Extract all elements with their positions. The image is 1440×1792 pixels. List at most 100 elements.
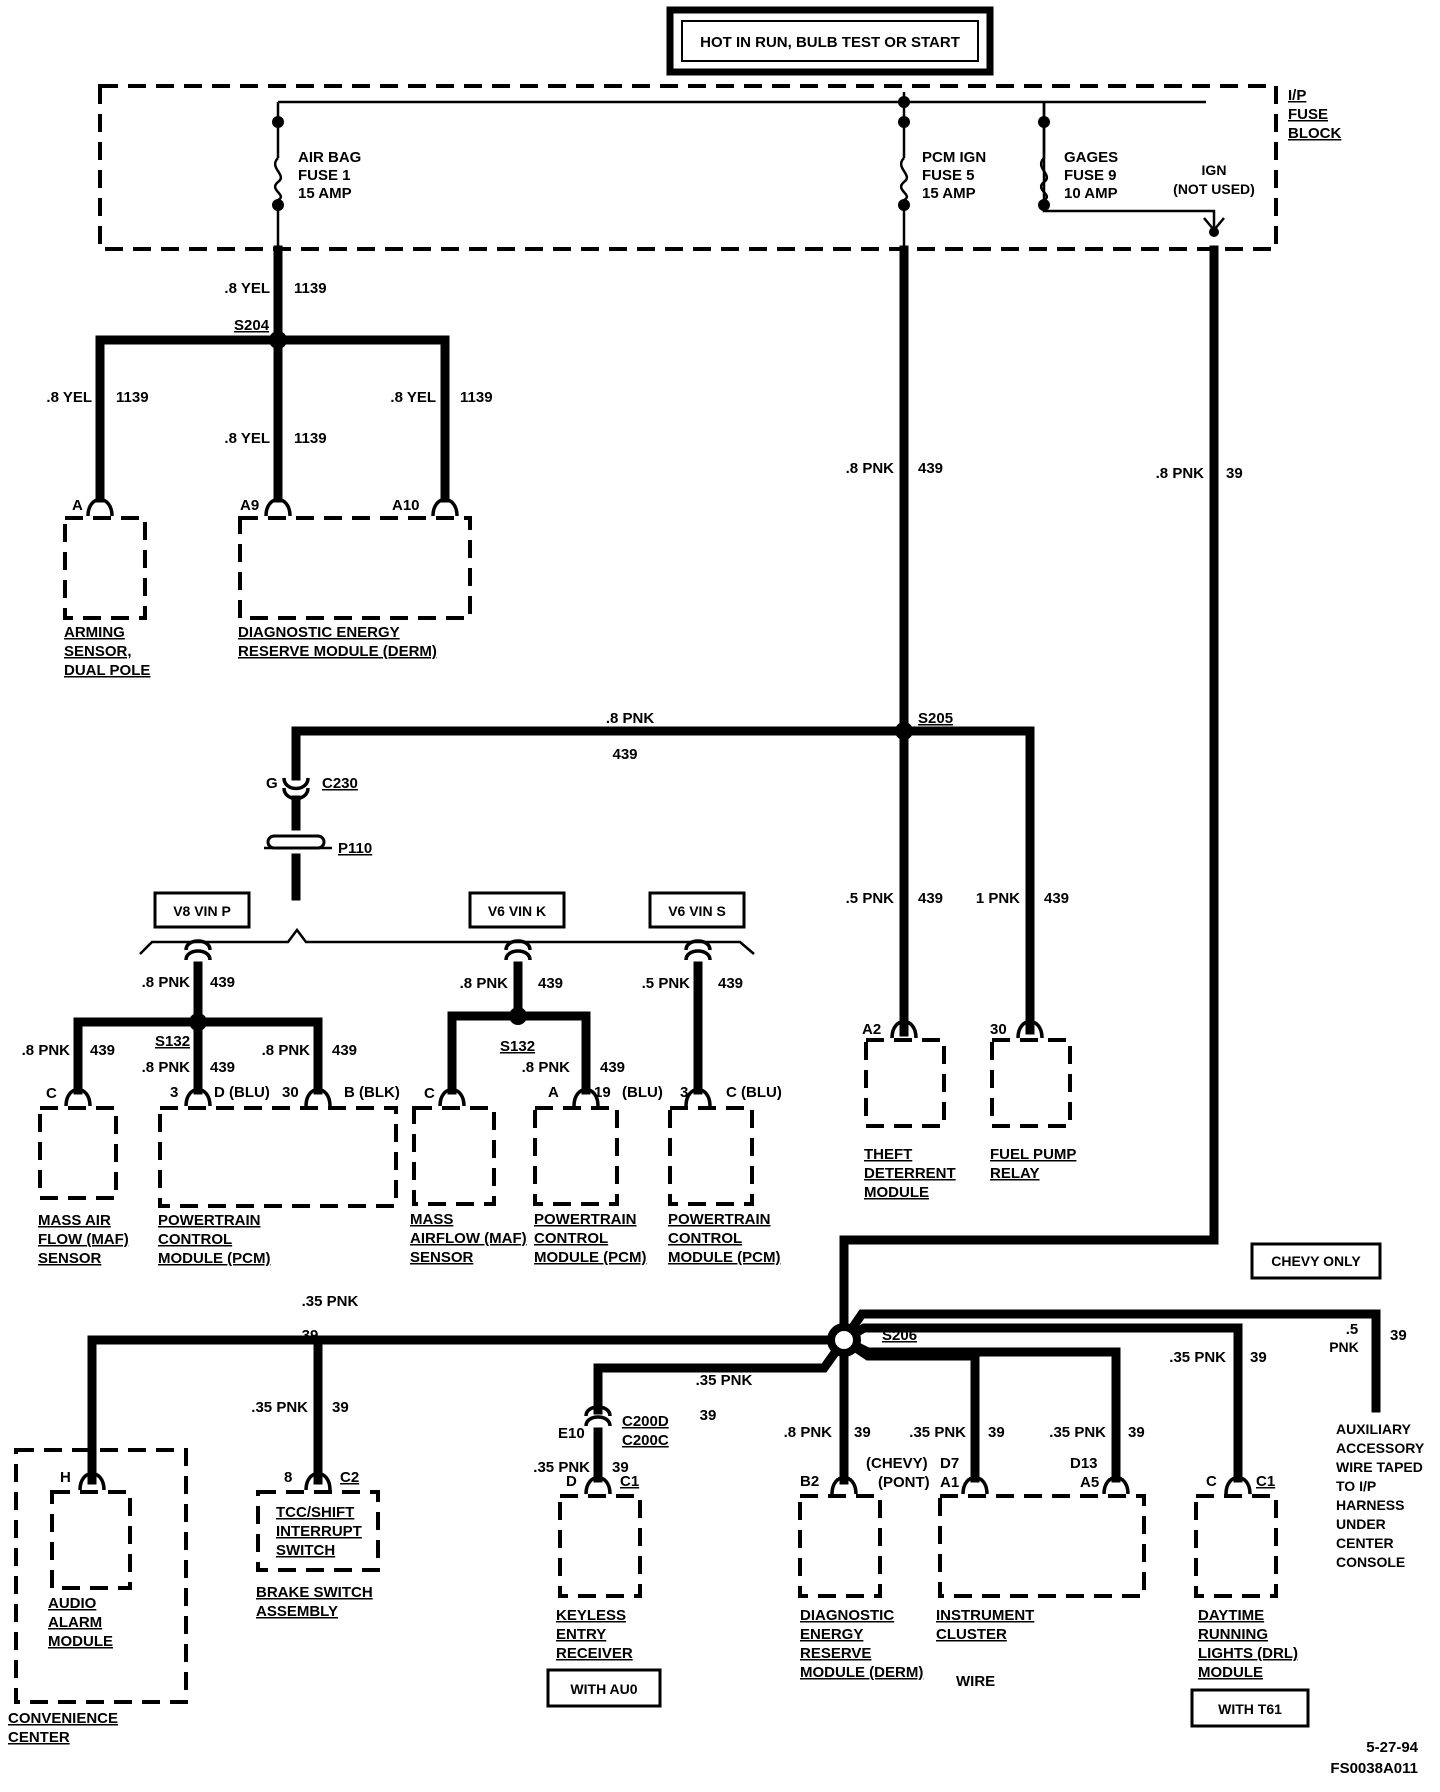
option-with-t61: WITH T61 [1218,1701,1282,1717]
fuse-block-label-1: I/P [1288,87,1306,104]
fuse1-label-3: 15 AMP [298,185,352,202]
pin-label: B2 [800,1473,819,1490]
ign-label-2: (NOT USED) [1173,181,1255,197]
circuit-label: 439 [332,1042,357,1059]
bottom-components: H AUDIO ALARM MODULE CONVENIENCE CENTER … [8,1421,1425,1746]
component-label: ACCESSORY [1336,1440,1425,1456]
pin-label: A5 [1080,1474,1099,1491]
circuit-label: 1139 [116,389,149,406]
option-v8: V8 VIN P [173,903,231,919]
wire-label: PNK [1329,1339,1359,1355]
component-label: TO I/P [1336,1478,1376,1494]
wire-label: .8 PNK [142,1059,191,1076]
wire-label: .5 [1346,1321,1359,1338]
circuit-label: 439 [918,460,943,477]
fuse5-label-3: 15 AMP [922,185,976,202]
pin-label: C [46,1085,57,1102]
wire-label: .5 PNK [846,890,895,907]
engine-branches [73,939,712,1095]
component-label: SENSOR, [64,643,132,660]
circuit-label: 39 [1128,1424,1145,1441]
pin-label: A2 [862,1021,881,1038]
wire-label: .35 PNK [302,1293,359,1310]
wire-label: .8 PNK [460,975,509,992]
pin-label: A [72,497,83,514]
component-label: CONTROL [668,1230,742,1247]
circuit-label: 439 [718,975,743,992]
wire-label: 1 PNK [976,890,1020,907]
wire-label: .8 YEL [224,280,270,297]
fuse1-label-2: FUSE 1 [298,167,351,184]
wire-label: .8 PNK [142,974,191,991]
wire-label: .8 PNK [522,1059,571,1076]
wires-upper [95,245,1219,1345]
option-v6s: V6 VIN S [668,903,726,919]
circuit-label: 39 [612,1459,629,1476]
component-label: MODULE (DERM) [800,1664,923,1681]
splice-s206: S206 [882,1327,917,1344]
pin-label: C [424,1085,435,1102]
option-with-au0: WITH AU0 [570,1681,637,1697]
component-label: AUDIO [48,1595,97,1612]
wire-label: .8 PNK [262,1042,311,1059]
fuse9-label-1: GAGES [1064,149,1118,166]
component-label: DAYTIME [1198,1607,1264,1624]
component-label: RESERVE [800,1645,871,1662]
component-label: INSTRUMENT [936,1607,1034,1624]
component-label: DUAL POLE [64,662,150,679]
component-label: MODULE (PCM) [534,1249,647,1266]
component-label: TCC/SHIFT [276,1504,354,1521]
circuit-label: 439 [210,974,235,991]
pin-label: D7 [940,1455,959,1472]
connector-c1: C1 [620,1473,639,1490]
circuit-label: 439 [210,1059,235,1076]
component-label: ARMING [64,624,125,641]
bottom-labels: CHEVY ONLY .35 PNK 39 S206 .35 PNK 39 .3… [251,1242,1407,1476]
pin-label: 30 [990,1021,1007,1038]
wire-label: .8 YEL [46,389,92,406]
component-label: MODULE [864,1184,929,1201]
wire-label: .35 PNK [533,1459,590,1476]
fuse9-label-3: 10 AMP [1064,185,1118,202]
pin-label: D [566,1473,577,1490]
pin-label: A9 [240,497,259,514]
splice-s205: S205 [918,710,953,727]
component-label: CLUSTER [936,1626,1007,1643]
wire-label: .8 PNK [784,1424,833,1441]
wire-label: .8 YEL [224,430,270,447]
header-title: HOT IN RUN, BULB TEST OR START [700,34,960,51]
pin-label: B (BLK) [344,1084,400,1101]
component-label: CONTROL [158,1231,232,1248]
wire-label: .5 PNK [642,975,691,992]
component-label: RUNNING [1198,1626,1268,1643]
component-label: AIRFLOW (MAF) [410,1230,527,1247]
wire-note: WIRE [956,1673,995,1690]
footer-code: FS0038A011 [1330,1760,1418,1777]
component-label: POWERTRAIN [534,1211,637,1228]
component-label: ENTRY [556,1626,606,1643]
pin-label: D13 [1070,1455,1098,1472]
wire-labels-upper: .8 YEL 1139 S204 .8 YEL 1139 .8 YEL 1139… [46,280,1242,907]
component-label: INTERRUPT [276,1523,362,1540]
connector-e10: E10 [558,1425,585,1442]
wire-label: .8 PNK [22,1042,71,1059]
component-label: SWITCH [276,1542,335,1559]
wire-label: .8 PNK [1156,465,1205,482]
pin-label: 3 [680,1084,688,1101]
component-label: POWERTRAIN [158,1212,261,1229]
component-label: KEYLESS [556,1607,626,1624]
wire-label: .35 PNK [251,1399,308,1416]
component-label: MODULE (PCM) [668,1249,781,1266]
component-label: RELAY [990,1165,1039,1182]
wire-label: .35 PNK [1049,1424,1106,1441]
connector-c2: C2 [340,1469,359,1486]
splice-s132: S132 [500,1038,535,1055]
component-label: ALARM [48,1614,102,1631]
component-label: CONSOLE [1336,1554,1405,1570]
circuit-label: 39 [854,1424,871,1441]
circuit-label: 39 [302,1327,319,1344]
wire-label: .35 PNK [696,1372,753,1389]
component-label: CENTER [8,1729,70,1746]
component-label: FLOW (MAF) [38,1231,129,1248]
